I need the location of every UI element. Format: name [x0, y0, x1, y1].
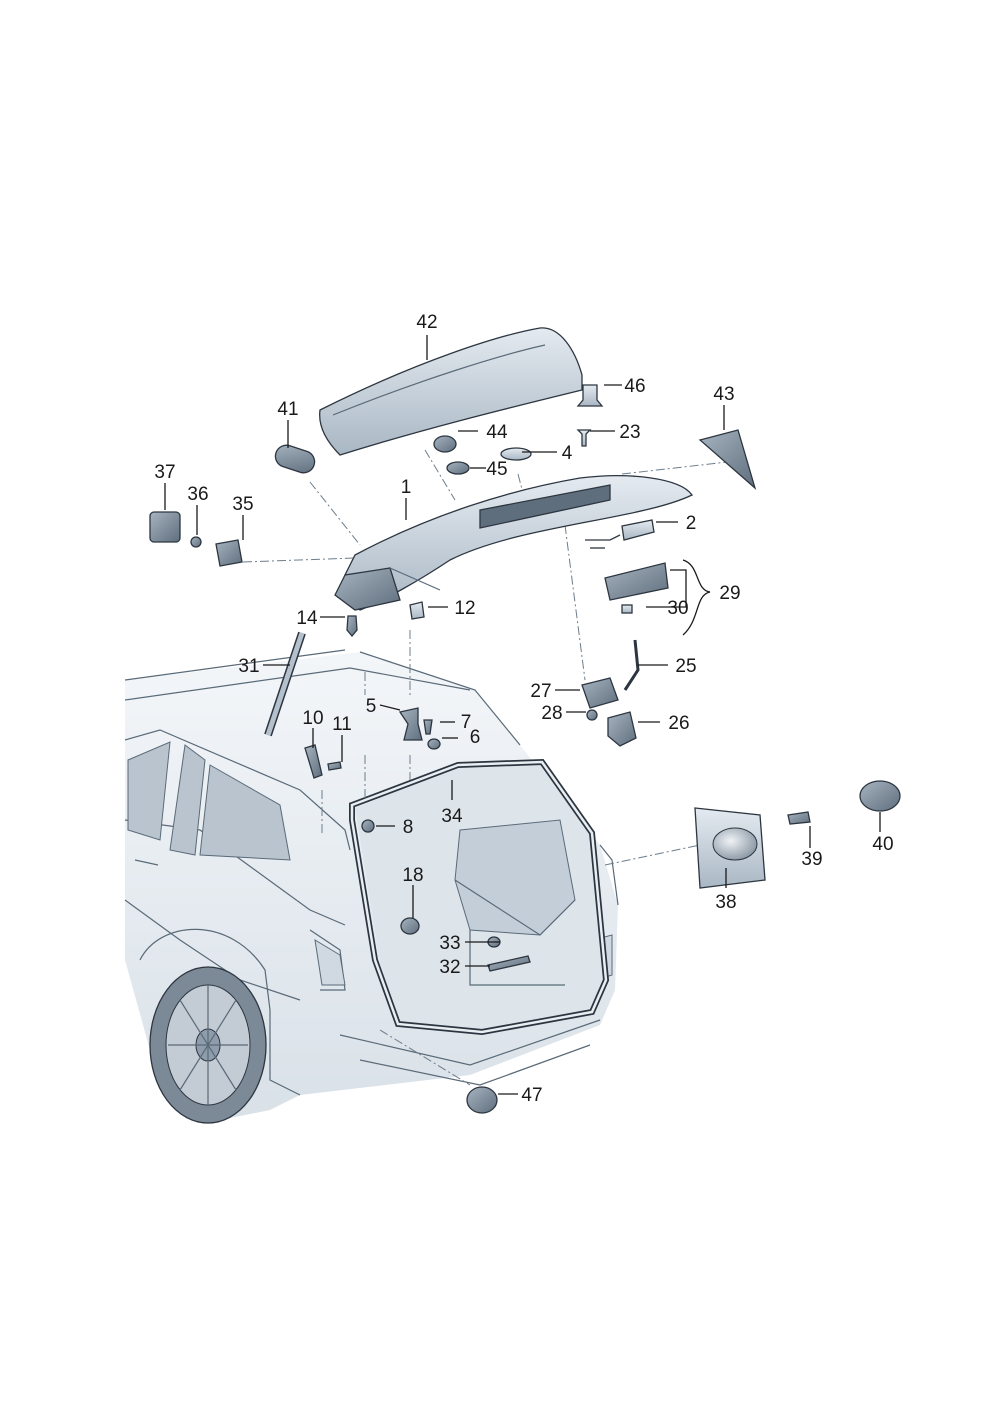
callout-31: 31 [238, 656, 259, 677]
part-28-nut [586, 709, 598, 721]
callout-45: 45 [486, 459, 507, 480]
vehicle-rear-illustration [124, 649, 619, 1124]
part-12-bumper [409, 601, 425, 620]
callout-27: 27 [530, 681, 551, 702]
callout-41: 41 [277, 399, 298, 420]
callout-10: 10 [302, 708, 323, 729]
part-44-grommet [433, 435, 457, 453]
callout-33: 33 [439, 933, 460, 954]
callout-42: 42 [416, 312, 437, 333]
part-31-gas-strut [264, 631, 306, 737]
part-6-cap [427, 738, 441, 750]
callout-labels: 42 46 43 41 44 23 45 4 1 2 37 36 35 29 3… [154, 312, 893, 1106]
part-7-screw [423, 719, 433, 735]
part-14-ball-stud [346, 615, 358, 638]
callout-23: 23 [619, 422, 640, 443]
callout-36: 36 [187, 484, 208, 505]
leader-lines [164, 335, 881, 1095]
part-27-lock [581, 677, 619, 709]
callout-29: 29 [719, 583, 740, 604]
part-8-nut [361, 819, 375, 833]
callout-11: 11 [332, 714, 352, 735]
callout-2: 2 [686, 513, 697, 534]
callout-43: 43 [713, 384, 734, 405]
part-11-bolt [327, 761, 342, 771]
part-45-cap [446, 461, 470, 475]
part-4-plug [500, 447, 532, 461]
callout-35: 35 [232, 494, 253, 515]
callout-12: 12 [454, 598, 475, 619]
part-36-clip [190, 536, 202, 548]
part-32-striker [487, 955, 531, 972]
part-10-bracket [304, 744, 323, 779]
callout-30: 30 [667, 598, 688, 619]
callout-40: 40 [872, 834, 893, 855]
callout-4: 4 [562, 443, 573, 464]
part-37-cover [149, 511, 181, 543]
callout-28: 28 [541, 703, 562, 724]
part-38-lamp [694, 807, 766, 889]
callout-44: 44 [486, 422, 508, 443]
callout-46: 46 [624, 376, 645, 397]
part-29-module [604, 562, 669, 614]
part-40-bulb-cap [859, 780, 901, 812]
rear-wheel [149, 966, 267, 1124]
callout-18: 18 [402, 865, 423, 886]
callout-39: 39 [801, 849, 822, 870]
callout-25: 25 [675, 656, 696, 677]
part-rear-spoiler [319, 327, 583, 456]
callout-6: 6 [470, 727, 481, 748]
part-47-grommet [466, 1086, 498, 1114]
part-2-handle [585, 519, 655, 549]
callout-14: 14 [296, 608, 318, 629]
callout-37: 37 [154, 462, 175, 483]
callout-5: 5 [366, 696, 377, 717]
part-tailgate [334, 475, 693, 611]
callout-26: 26 [668, 713, 689, 734]
part-23-screw [576, 429, 592, 447]
part-5-hinge [398, 707, 423, 741]
part-35-sensor [215, 539, 243, 567]
callout-8: 8 [403, 817, 414, 838]
part-25-cable [623, 639, 640, 691]
callout-1: 1 [401, 477, 412, 498]
part-43-trim [698, 429, 757, 490]
callout-38: 38 [715, 892, 736, 913]
callout-47: 47 [521, 1085, 542, 1106]
part-41-cap [274, 444, 316, 474]
callout-7: 7 [461, 712, 472, 733]
part-18-buffer [400, 917, 420, 935]
part-46-clip [576, 384, 604, 407]
callout-34: 34 [441, 806, 463, 827]
tailgate-opening [355, 765, 604, 1030]
assembly-lines [242, 449, 746, 1086]
part-39-bolt [787, 811, 811, 825]
part-26-striker-cover [607, 711, 637, 747]
callout-32: 32 [439, 957, 460, 978]
